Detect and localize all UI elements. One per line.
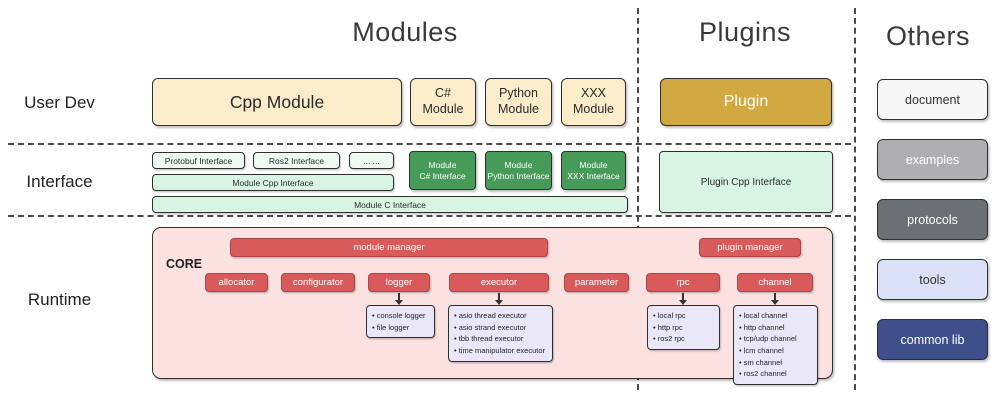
xxx-module-box: XXX Module	[561, 78, 626, 126]
others-document-box: document	[877, 79, 988, 120]
module-xxx-interface-box: Module XXX Interface	[561, 151, 626, 190]
allocator-box: allocator	[205, 273, 268, 292]
executor-box: executor	[449, 273, 549, 292]
rpc-impl-list: • local rpc• http rpc• ros2 rpc	[647, 305, 720, 350]
core-label: CORE	[166, 257, 203, 271]
channel-box: channel	[737, 273, 813, 292]
plugin-manager-bar: plugin manager	[699, 238, 801, 257]
rpc-box: rpc	[646, 273, 720, 292]
plugin-cpp-interface-box: Plugin Cpp Interface	[659, 151, 833, 213]
module-python-interface-box: Module Python Interface	[485, 151, 552, 190]
channel-impl-list: • local channel• http channel• tcp/udp c…	[733, 305, 818, 385]
ros2-interface-box: Ros2 Interface	[253, 152, 340, 169]
header-plugins: Plugins	[698, 17, 792, 47]
others-protocols-box: protocols	[877, 199, 988, 240]
divider-interface-runtime	[8, 215, 851, 217]
protobuf-interface-box: Protobuf Interface	[152, 152, 245, 169]
logger-box: logger	[368, 273, 430, 292]
rpc-arrow-icon	[678, 293, 688, 305]
module-manager-bar: module manager	[230, 238, 548, 257]
executor-arrow-icon	[494, 293, 504, 305]
row-label-user-dev: User Dev	[24, 93, 95, 112]
divider-plugins-others	[854, 8, 856, 390]
divider-userdev-interface	[8, 143, 851, 145]
row-label-runtime: Runtime	[27, 290, 92, 309]
parameter-box: parameter	[564, 273, 629, 292]
executor-impl-list: • asio thread executor• asio strand exec…	[448, 305, 553, 362]
others-tools-box: tools	[877, 259, 988, 300]
python-module-box: Python Module	[485, 78, 552, 126]
module-cpp-interface-box: Module Cpp Interface	[152, 174, 394, 191]
module-c-interface-box: Module C Interface	[152, 196, 628, 213]
plugin-box: Plugin	[660, 78, 832, 126]
channel-arrow-icon	[770, 293, 780, 305]
divider-modules-plugins	[637, 8, 639, 390]
header-modules: Modules	[352, 17, 458, 47]
logger-impl-list: • console logger• file logger	[366, 305, 435, 339]
ellipsis-interface-box: ... ...	[349, 152, 394, 169]
header-others: Others	[885, 21, 971, 51]
cpp-module-box: Cpp Module	[152, 78, 402, 126]
others-common-lib-box: common lib	[877, 319, 988, 360]
csharp-module-box: C# Module	[410, 78, 476, 126]
logger-arrow-icon	[394, 293, 404, 305]
configurator-box: configurator	[281, 273, 355, 292]
others-examples-box: examples	[877, 139, 988, 180]
row-label-interface: Interface	[26, 172, 93, 191]
module-csharp-interface-box: Module C# Interface	[409, 151, 476, 190]
